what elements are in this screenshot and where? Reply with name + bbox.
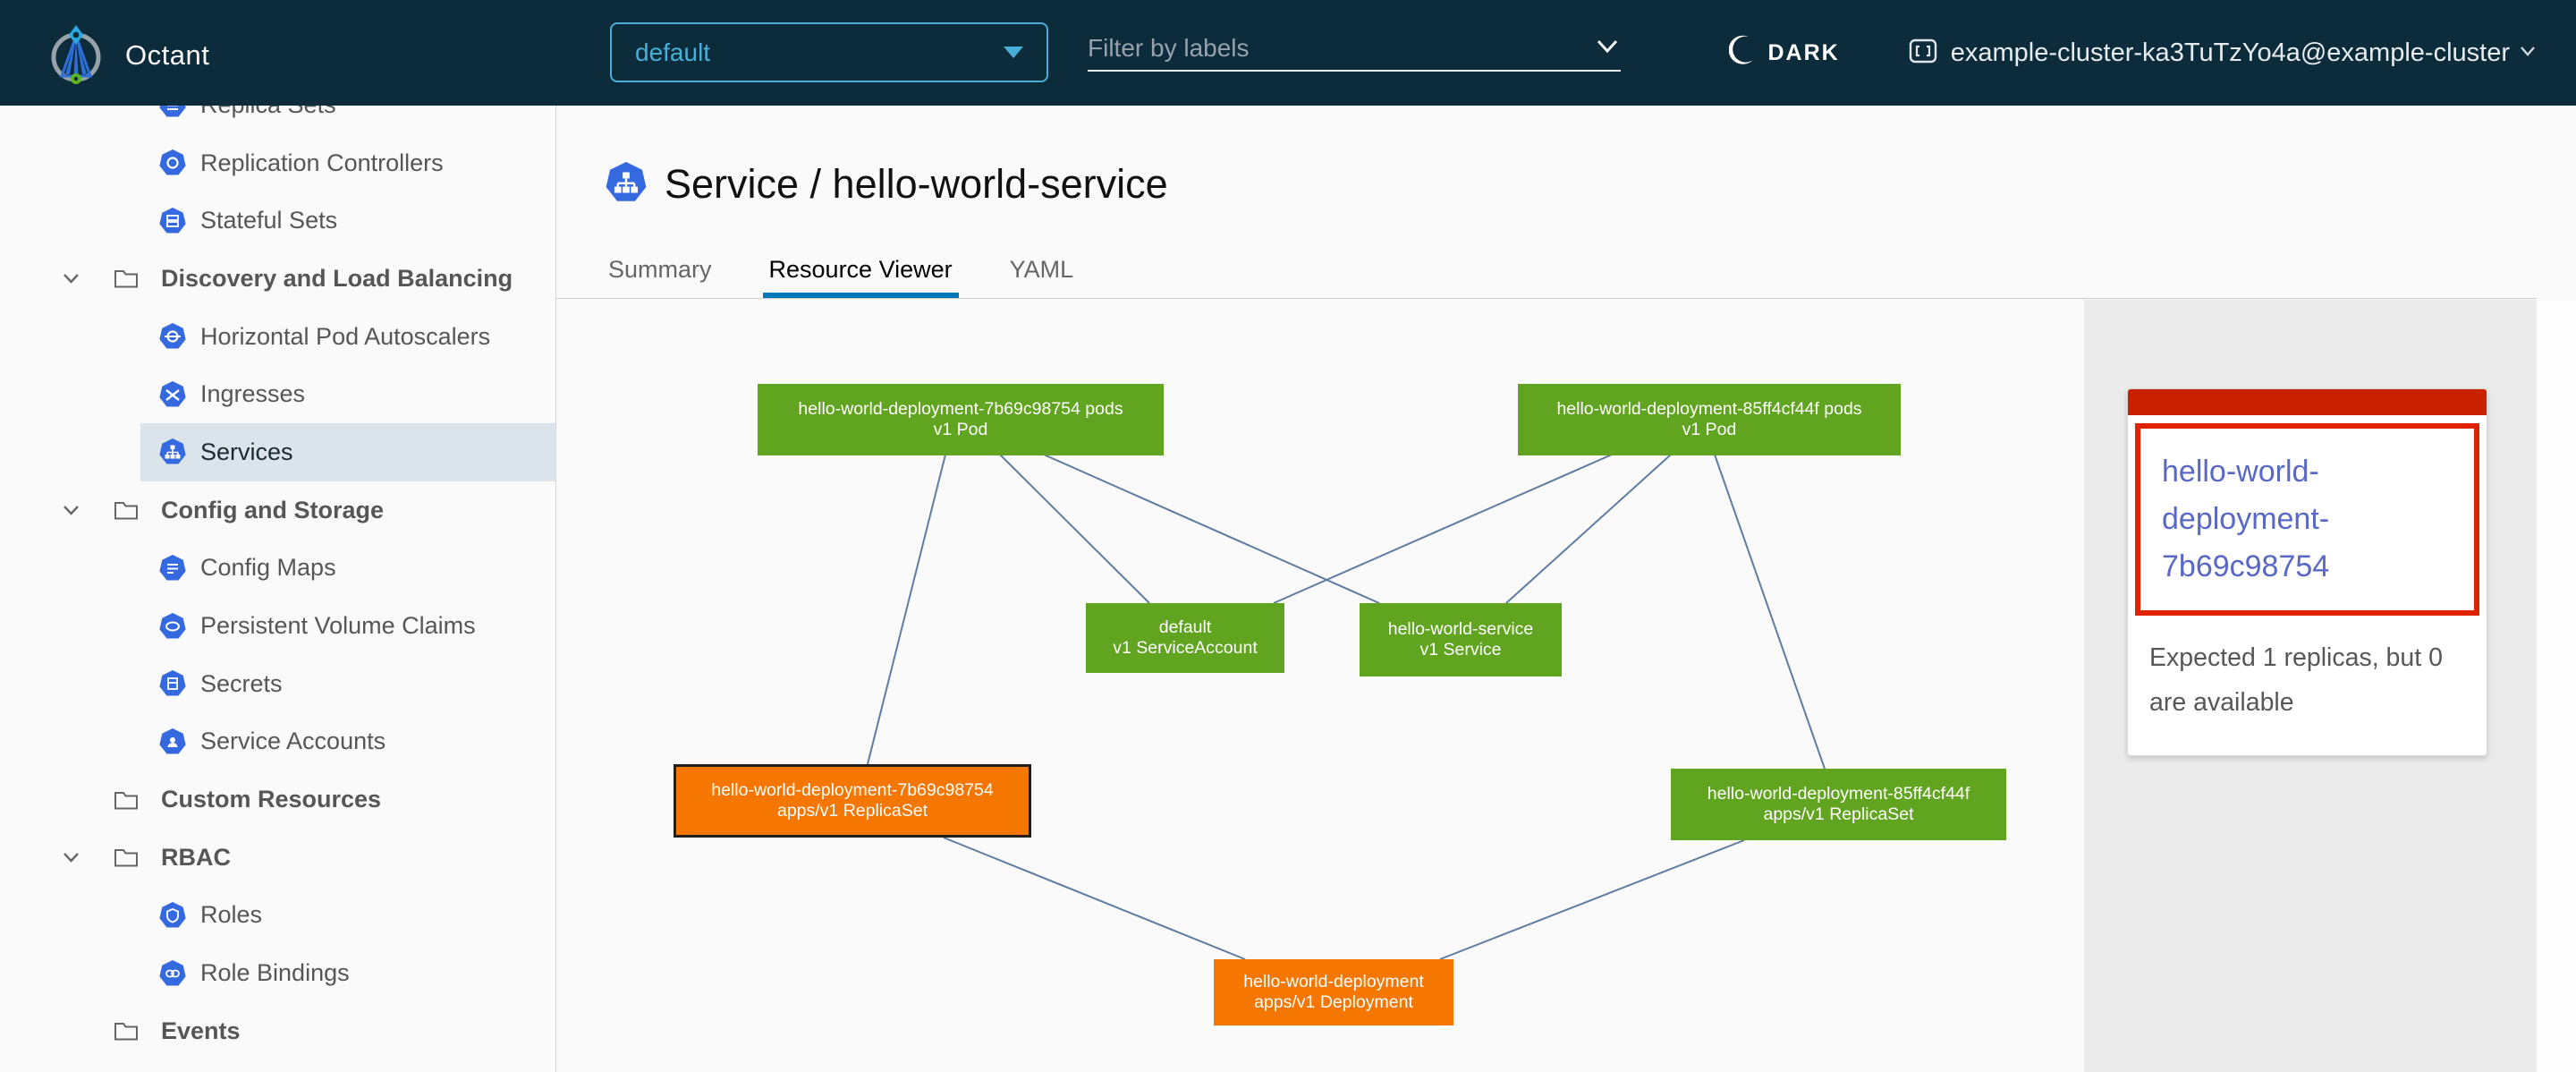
moon-icon[interactable] <box>1728 35 1758 72</box>
folder-icon <box>113 846 140 869</box>
sidebar-group-discovery-and-load-balancing[interactable]: Discovery and Load Balancing <box>0 250 555 308</box>
sidebar-item-replica-sets[interactable]: Replica Sets <box>0 106 555 134</box>
node-detail-panel: hello-world-deployment-7b69c98754 Expect… <box>2084 300 2537 1072</box>
namespace-dropdown[interactable]: default <box>610 22 1048 82</box>
alert-card-title-box[interactable]: hello-world-deployment-7b69c98754 <box>2135 423 2479 616</box>
graph-node-replicaset-85ff4cf44f[interactable]: hello-world-deployment-85ff4cf44f apps/v… <box>1671 769 2006 840</box>
octant-logo-icon <box>48 25 104 84</box>
label-filter <box>1088 27 1621 72</box>
config-maps-icon <box>159 554 186 582</box>
tab-yaml[interactable]: YAML <box>1009 256 1074 283</box>
sidebar-item-ingresses[interactable]: Ingresses <box>0 365 555 423</box>
graph-node-service-hello-world[interactable]: hello-world-service v1 Service <box>1360 603 1562 676</box>
role-bindings-icon <box>159 959 186 987</box>
graph-edges <box>867 454 1826 960</box>
graph-node-replicaset-7b69c98754[interactable]: hello-world-deployment-7b69c98754 apps/v… <box>674 764 1031 838</box>
folder-icon <box>113 788 140 812</box>
resource-viewer-graph: hello-world-deployment-7b69c98754 pods v… <box>556 300 2084 1072</box>
graph-node-serviceaccount-default[interactable]: default v1 ServiceAccount <box>1086 603 1284 673</box>
persistent-volume-claims-icon <box>159 612 186 640</box>
sidebar-item-service-accounts[interactable]: Service Accounts <box>0 713 555 771</box>
sidebar-nav: Replica Sets Replication Controllers Sta… <box>0 106 556 1072</box>
context-selector[interactable]: example-cluster-ka3TuTzYo4a@example-clus… <box>1950 38 2510 67</box>
roles-icon <box>159 901 186 929</box>
horizontal-pod-autoscalers-icon <box>159 323 186 350</box>
secrets-icon <box>159 670 186 697</box>
namespace-dropdown-value: default <box>635 38 711 66</box>
alert-card-message: Expected 1 replicas, but 0 are available <box>2149 643 2443 717</box>
sidebar-group-config-and-storage[interactable]: Config and Storage <box>0 481 555 540</box>
sidebar-item-services[interactable]: Services <box>0 423 555 481</box>
folder-icon <box>113 267 140 290</box>
dark-mode-toggle[interactable]: DARK <box>1767 39 1840 65</box>
sidebar-item-secrets[interactable]: Secrets <box>0 655 555 713</box>
cluster-icon <box>1908 37 1938 70</box>
service-resource-icon <box>606 161 647 208</box>
service-accounts-icon <box>159 727 186 755</box>
services-icon <box>159 438 186 465</box>
sidebar-group-events[interactable]: Events <box>0 1002 555 1060</box>
app-title: Octant <box>125 39 210 71</box>
tab-summary[interactable]: Summary <box>608 256 712 283</box>
chevron-down-icon[interactable] <box>61 503 93 517</box>
graph-node-deployment-hello-world[interactable]: hello-world-deployment apps/v1 Deploymen… <box>1214 959 1453 1025</box>
page-title: Service / hello-world-service <box>665 161 1168 207</box>
chevron-down-icon[interactable] <box>61 271 93 285</box>
tab-resource-viewer[interactable]: Resource Viewer <box>762 247 959 298</box>
sidebar-item-persistent-volume-claims[interactable]: Persistent Volume Claims <box>0 597 555 655</box>
header-right-group: DARK example-cluster-ka3TuTzYo4a@example… <box>1728 0 2538 106</box>
sidebar-group-custom-resources[interactable]: Custom Resources <box>0 770 555 829</box>
sidebar-item-replication-controllers[interactable]: Replication Controllers <box>0 134 555 192</box>
sidebar-item-stateful-sets[interactable]: Stateful Sets <box>0 191 555 250</box>
sidebar-item-roles[interactable]: Roles <box>0 887 555 945</box>
graph-node-pod-85ff4cf44f[interactable]: hello-world-deployment-85ff4cf44f pods v… <box>1518 384 1901 455</box>
stateful-sets-icon <box>159 207 186 234</box>
label-filter-input[interactable] <box>1088 34 1594 63</box>
app-header: Octant default DARK example-cluster-ka3T… <box>0 0 2576 106</box>
sidebar-group-rbac[interactable]: RBAC <box>0 829 555 887</box>
folder-icon <box>113 498 140 522</box>
scroll-gutter <box>2537 300 2576 1072</box>
alert-card: hello-world-deployment-7b69c98754 Expect… <box>2127 388 2487 756</box>
sidebar-item-horizontal-pod-autoscalers[interactable]: Horizontal Pod Autoscalers <box>0 308 555 366</box>
folder-icon <box>113 1019 140 1042</box>
chevron-down-icon[interactable] <box>61 850 93 864</box>
graph-node-pod-7b69c98754[interactable]: hello-world-deployment-7b69c98754 pods v… <box>758 384 1164 455</box>
main-content: Service / hello-world-service Summary Re… <box>556 106 2576 1072</box>
tab-bar: Summary Resource Viewer YAML <box>556 247 2537 299</box>
alert-card-status-bar <box>2128 389 2487 415</box>
filter-chevron-down-icon[interactable] <box>1594 38 1621 60</box>
sidebar-item-role-bindings[interactable]: Role Bindings <box>0 944 555 1002</box>
replicaset-link[interactable]: hello-world-deployment-7b69c98754 <box>2162 455 2330 583</box>
ingresses-icon <box>159 380 186 408</box>
sidebar-item-config-maps[interactable]: Config Maps <box>0 540 555 598</box>
page-title-row: Service / hello-world-service <box>606 161 1168 208</box>
dropdown-caret-icon <box>1004 47 1023 58</box>
replica-sets-icon <box>159 106 186 118</box>
context-chevron-down-icon[interactable] <box>2519 45 2537 62</box>
replication-controllers-icon <box>159 149 186 176</box>
